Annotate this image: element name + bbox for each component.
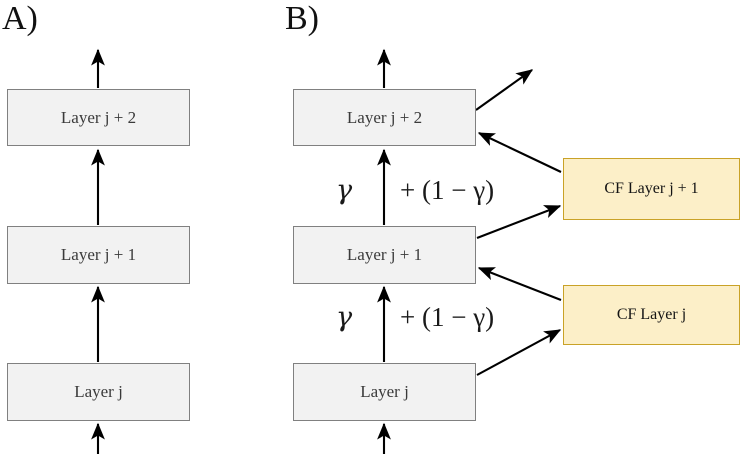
cf-layer-j-plus-1-label: CF Layer j + 1	[604, 180, 699, 197]
panel-b-layer-j-box: Layer j	[293, 363, 476, 421]
gamma-blend-lower-rest: + (1 − γ)	[400, 304, 494, 331]
arrow-cf-layer-j-to-layer-j1	[477, 267, 562, 301]
gamma-symbol-upper: γ	[336, 175, 353, 206]
cf-layer-j-label: CF Layer j	[616, 306, 687, 323]
panel-b-layer-j-plus-1-label: Layer j + 1	[346, 245, 423, 264]
gamma-blend-upper-formula: γ	[336, 177, 352, 204]
panel-b-layer-j-plus-2-box: Layer j + 2	[293, 89, 476, 146]
panel-a-layer-j-box: Layer j	[7, 363, 190, 421]
panel-a-layer-j-plus-2-box: Layer j + 2	[7, 89, 190, 146]
arrow-layer-j1-to-cf-layer-j1	[476, 205, 562, 239]
gamma-symbol-lower: γ	[336, 302, 353, 333]
gamma-blend-lower-formula: γ	[336, 304, 352, 331]
panel-label-b: B)	[285, 0, 319, 37]
panel-a-layer-j-plus-1-label: Layer j + 1	[60, 245, 137, 264]
cf-layer-j-plus-1-box: CF Layer j + 1	[563, 158, 740, 220]
arrow-b-layer-j2-side-output	[475, 69, 534, 111]
panel-a-layer-j-label: Layer j	[74, 382, 123, 401]
panel-b-layer-j-label: Layer j	[360, 382, 409, 401]
gamma-blend-upper-rest: + (1 − γ)	[400, 177, 494, 204]
gamma-blend-lower-expression: + (1 − γ)	[400, 302, 495, 332]
gamma-blend-upper-expression: + (1 − γ)	[400, 175, 495, 205]
arrow-cf-layer-j1-to-layer-j2	[477, 132, 562, 173]
panel-b-layer-j-plus-1-box: Layer j + 1	[293, 226, 476, 284]
panel-label-a: A)	[2, 0, 38, 37]
panel-b-layer-j-plus-2-label: Layer j + 2	[346, 107, 423, 127]
arrow-layer-j-to-cf-layer-j	[476, 329, 562, 376]
panel-a-layer-j-plus-2-label: Layer j + 2	[60, 107, 137, 127]
panel-a-layer-j-plus-1-box: Layer j + 1	[7, 226, 190, 284]
cf-layer-j-box: CF Layer j	[563, 285, 740, 345]
